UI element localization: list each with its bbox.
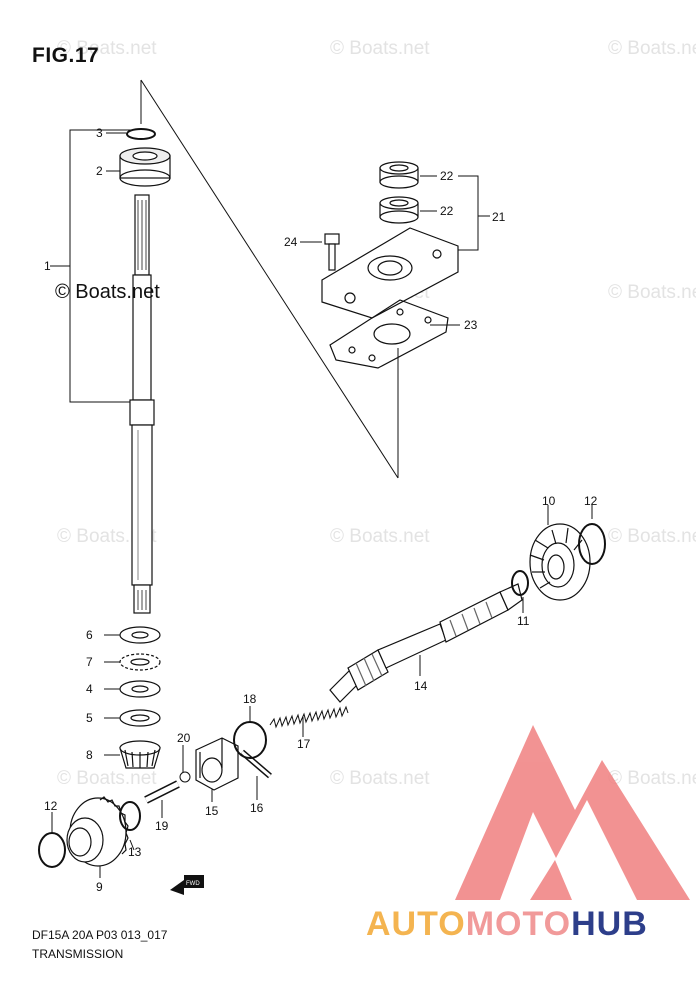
watermark: © Boats.net <box>330 38 430 59</box>
circlip <box>126 128 156 140</box>
callout-label: 22 <box>440 169 454 183</box>
brand-part: HUB <box>571 905 648 943</box>
forward-gear <box>66 796 129 867</box>
watermark: © Boats.net <box>57 768 157 789</box>
ball-bearing <box>119 147 171 187</box>
watermark: © Boats.net <box>608 526 696 547</box>
pin <box>144 780 180 804</box>
thrust-bearing <box>119 653 161 671</box>
callout-label: 18 <box>243 692 257 706</box>
callout-label: 19 <box>155 819 169 833</box>
watermark: © Boats.net <box>608 768 696 789</box>
spring <box>269 705 349 729</box>
watermark: © Boats.net <box>55 281 160 303</box>
shim-ring <box>578 523 606 565</box>
gasket <box>329 299 449 369</box>
clutch-dog <box>195 737 239 791</box>
propeller-shaft <box>329 583 523 703</box>
reverse-gear <box>529 523 591 601</box>
callout-label: 15 <box>205 804 219 818</box>
callout-label: 11 <box>517 614 530 628</box>
watermark: © Boats.net <box>608 282 696 303</box>
watermark: © Boats.net <box>57 38 157 59</box>
callout-label: 7 <box>86 655 93 669</box>
pinion-gear <box>119 740 161 769</box>
callout-label: 10 <box>542 494 556 508</box>
shim-ring <box>511 570 529 596</box>
callout-label: 4 <box>86 682 93 696</box>
callout-label: 9 <box>96 880 103 894</box>
callout-label: 1 <box>44 259 51 273</box>
bolt <box>324 233 340 271</box>
callout-label: 12 <box>584 494 598 508</box>
oil-seal-housing <box>321 227 459 319</box>
brand-logo-icon <box>455 725 690 900</box>
shim-ring <box>119 801 141 831</box>
shim-washer <box>119 709 161 727</box>
oil-seal <box>379 196 419 224</box>
callout-label: 17 <box>297 737 311 751</box>
thrust-washer <box>119 626 161 644</box>
callout-label: 2 <box>96 164 103 178</box>
watermark: © Boats.net <box>330 768 430 789</box>
fwd-arrow-icon: FWD <box>170 875 204 895</box>
callout-label: 16 <box>250 801 264 815</box>
svg-text:FWD: FWD <box>186 881 200 887</box>
figure-title: FIG.17 <box>32 44 100 67</box>
callout-label: 20 <box>177 731 191 745</box>
pin <box>240 749 272 779</box>
callout-label: 3 <box>96 126 103 140</box>
leader-lines <box>50 79 593 878</box>
oil-seal <box>379 161 419 189</box>
callout-label: 23 <box>464 318 478 332</box>
drawing-code: DF15A 20A P03 013_017 <box>32 928 168 942</box>
brand-wordmark: AUTOMOTOHUB <box>366 905 648 944</box>
callout-label: 5 <box>86 711 93 725</box>
callout-label: 14 <box>414 679 428 693</box>
callout-label: 22 <box>440 204 454 218</box>
callout-label: 12 <box>44 799 58 813</box>
callout-label: 13 <box>128 845 142 859</box>
thrust-washer <box>119 680 161 698</box>
watermark: © Boats.net <box>608 38 696 59</box>
brand-part: MOTO <box>465 905 572 943</box>
callout-label: 6 <box>86 628 93 642</box>
callout-label: 21 <box>492 210 506 224</box>
ball <box>179 771 191 783</box>
section-name: TRANSMISSION <box>32 947 124 961</box>
callout-label: 8 <box>86 748 93 762</box>
drive-shaft <box>129 194 155 614</box>
shim-ring <box>38 832 66 868</box>
brand-part: AUTO <box>366 905 466 943</box>
watermark: © Boats.net <box>330 526 430 547</box>
push-rod-ring <box>233 721 267 759</box>
callout-label: 24 <box>284 235 298 249</box>
